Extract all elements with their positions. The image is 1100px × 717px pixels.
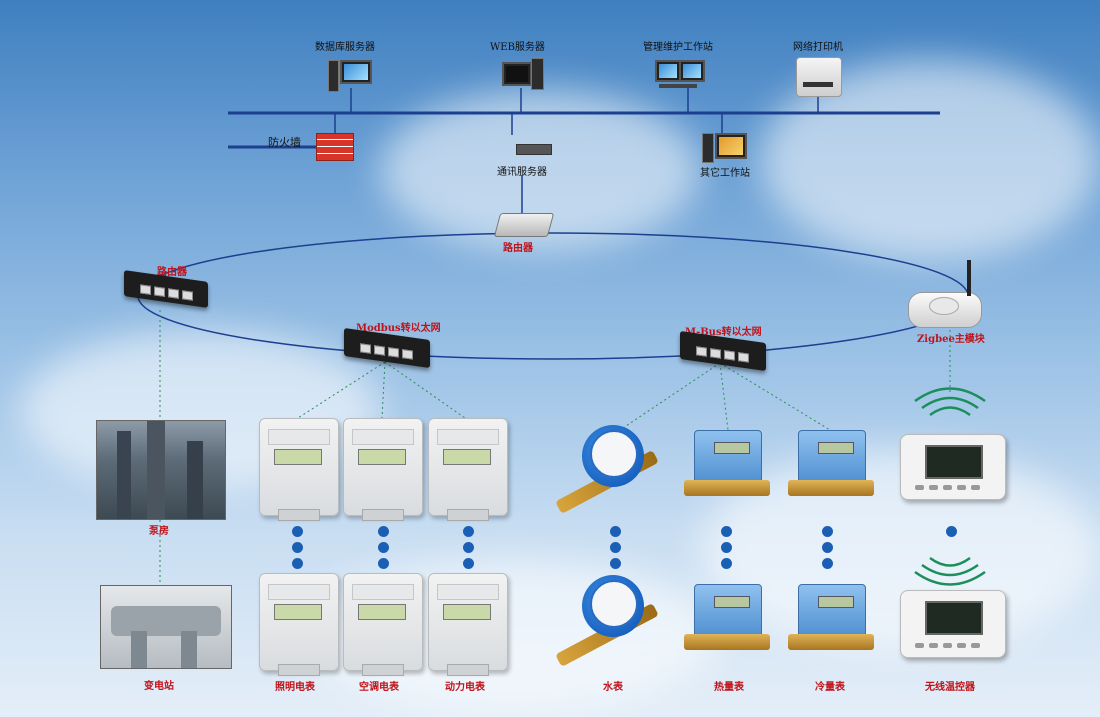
heat-meter-top [684,430,770,510]
ellipsis-dots [719,526,733,574]
printer-icon [796,57,842,97]
water-meter-bottom [552,570,662,668]
substation-label: 变电站 [144,681,174,692]
pump-room-label: 泵房 [149,526,169,537]
pump-room-photo [96,420,226,520]
maintenance-workstation-icon [655,58,705,92]
maintenance-workstation-label: 管理维护工作站 [643,42,713,53]
firewall-label: 防火墙 [268,136,301,149]
cold-meter-top [788,430,874,510]
power-meter-bottom [428,573,508,676]
ellipsis-dots [290,526,304,574]
web-server-label: WEB服务器 [490,42,545,53]
thermostat-top [900,434,1006,500]
network-printer-label: 网络打印机 [793,42,843,53]
substation-photo [100,585,232,669]
cold-meter-label: 冷量表 [815,682,845,693]
heat-meter-label: 热量表 [714,682,744,693]
modbus-converter-label: Modbus转以太网 [356,323,441,334]
database-server-label: 数据库服务器 [315,42,375,53]
thermostat-label: 无线温控器 [925,682,975,693]
other-workstation-label: 其它工作站 [700,168,750,179]
heat-meter-bottom [684,584,770,664]
lighting-meter-top [259,418,339,521]
firewall-icon [316,133,354,161]
comm-server-label: 通讯服务器 [497,167,547,178]
router-center-icon [493,213,555,237]
cold-meter-bottom [788,584,874,664]
comm-server-icon [496,134,552,160]
ellipsis-dots [608,526,622,574]
other-workstation-icon [702,133,747,163]
router-center-label: 路由器 [503,243,533,254]
water-meter-top [552,420,662,515]
mbus-converter-label: M-Bus转以太网 [685,327,762,338]
ellipsis-dots [461,526,475,574]
power-meter-label: 动力电表 [445,682,485,693]
network-ring [137,232,969,360]
lighting-meter-label: 照明电表 [275,682,315,693]
aircon-meter-label: 空调电表 [359,682,399,693]
water-meter-label: 水表 [603,682,623,693]
web-server-icon [500,58,545,92]
aircon-meter-top [343,418,423,521]
ellipsis-dots [944,526,958,542]
power-meter-top [428,418,508,521]
aircon-meter-bottom [343,573,423,676]
router-left-label: 路由器 [157,267,187,278]
ellipsis-dots [376,526,390,574]
zigbee-module-icon [908,292,982,328]
lighting-meter-bottom [259,573,339,676]
thermostat-bottom [900,590,1006,658]
ellipsis-dots [820,526,834,574]
antenna-icon [967,260,971,296]
zigbee-module-label: Zigbee主模块 [917,334,985,345]
database-server-icon [328,58,373,92]
